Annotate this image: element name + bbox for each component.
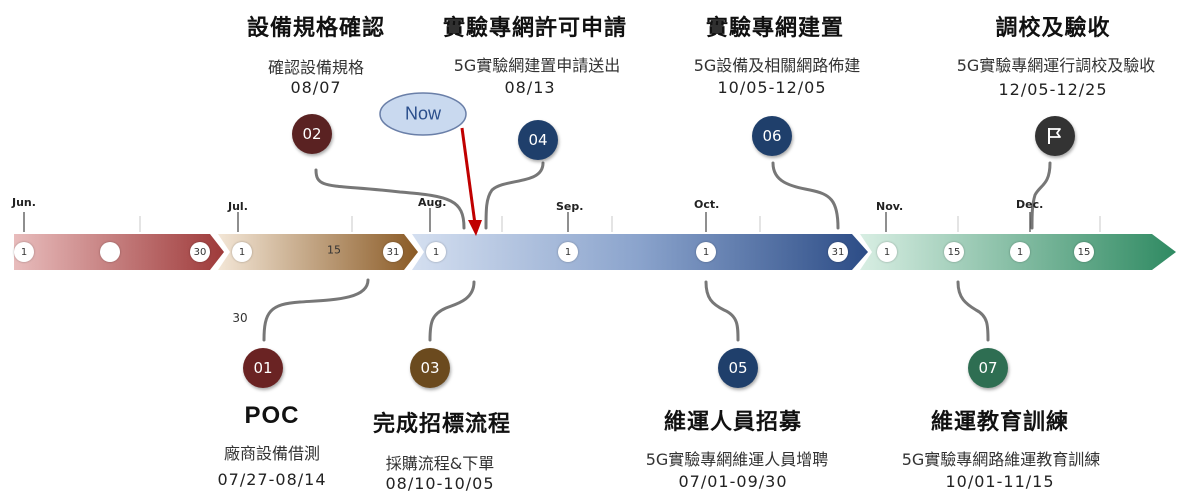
milestone-04-subtitle: 5G實驗網建置申請送出 [453, 56, 621, 75]
milestone-05-date: 07/01-09/30 [678, 472, 788, 491]
milestone-02-badge: 02 [292, 114, 332, 154]
month-label-jul: Jul. [228, 200, 248, 213]
milestone-03-subtitle: 採購流程&下單 [385, 454, 495, 473]
milestone-06-date: 10/05-12/05 [717, 78, 827, 97]
month-label-oct: Oct. [694, 198, 720, 211]
milestone-02-title: 設備規格確認 [246, 15, 386, 41]
day-marker: 1 [696, 242, 716, 262]
milestone-07-badge: 07 [968, 348, 1008, 388]
connector-06 [771, 161, 840, 230]
day-marker: 1 [426, 242, 446, 262]
connector-03 [428, 280, 476, 342]
day-marker: 15 [1074, 242, 1094, 262]
month-label-sep: Sep. [556, 200, 584, 213]
month-label-nov: Nov. [876, 200, 904, 213]
side-day-label: 30 [232, 311, 248, 325]
day-marker: 1 [1010, 242, 1030, 262]
month-label-jun: Jun. [12, 196, 36, 209]
milestone-06-title: 實驗專網建置 [705, 15, 845, 41]
milestone-04-date: 08/13 [504, 78, 556, 97]
milestone-01-badge: 01 [243, 348, 283, 388]
month-ticks [23, 208, 1031, 232]
milestone-05-subtitle: 5G實驗專網維運人員增聘 [645, 450, 829, 469]
day-marker: 15 [944, 242, 964, 262]
milestone-03-badge: 03 [410, 348, 450, 388]
milestone-01-date: 07/27-08/14 [217, 470, 327, 489]
milestone-07-title: 維運教育訓練 [930, 409, 1070, 435]
milestone-acceptance-date: 12/05-12/25 [998, 80, 1108, 99]
milestone-acceptance-subtitle: 5G實驗專網運行調校及驗收 [956, 56, 1156, 75]
day-marker-blank [100, 242, 120, 262]
milestone-05-title: 維運人員招募 [663, 409, 803, 435]
flag-icon [1035, 116, 1075, 156]
day-marker: 31 [383, 242, 403, 262]
day-marker: 1 [14, 242, 34, 262]
milestone-07-subtitle: 5G實驗專網路維運教育訓練 [901, 450, 1101, 469]
day-label: 15 [327, 243, 341, 257]
day-marker: 1 [558, 242, 578, 262]
connector-02 [314, 168, 466, 230]
milestone-02-date: 08/07 [290, 78, 342, 97]
now-label: Now [404, 103, 442, 124]
connector-04 [484, 161, 545, 230]
month-label-aug: Aug. [418, 196, 447, 209]
milestone-07-date: 10/01-11/15 [945, 472, 1055, 491]
milestone-03-date: 08/10-10/05 [385, 474, 495, 493]
milestone-01-subtitle: 廠商設備借測 [223, 444, 321, 463]
now-arrow [460, 127, 477, 225]
milestone-03-title: 完成招標流程 [372, 411, 512, 437]
flag-icon-glyph [1048, 128, 1061, 144]
day-marker: 1 [232, 242, 252, 262]
day-marker: 31 [828, 242, 848, 262]
connector-07 [956, 280, 990, 342]
milestone-05-badge: 05 [718, 348, 758, 388]
milestone-02-subtitle: 確認設備規格 [267, 58, 365, 77]
sub-ticks [139, 216, 1101, 232]
milestone-06-subtitle: 5G設備及相關網路佈建 [693, 56, 861, 75]
connector-01 [262, 278, 370, 342]
segment-jul [218, 234, 418, 270]
milestone-01-title: POC [244, 402, 300, 429]
segment-aug-oct [412, 234, 868, 270]
milestone-acceptance-title: 調校及驗收 [995, 15, 1111, 41]
connector-flag [1030, 161, 1052, 230]
month-label-dec: Dec. [1016, 198, 1044, 211]
day-marker: 30 [190, 242, 210, 262]
day-marker: 1 [877, 242, 897, 262]
milestone-04-title: 實驗專網許可申請 [442, 15, 628, 41]
connector-05 [704, 280, 740, 342]
milestone-04-badge: 04 [518, 120, 558, 160]
milestone-06-badge: 06 [752, 116, 792, 156]
now-bubble [379, 92, 467, 136]
